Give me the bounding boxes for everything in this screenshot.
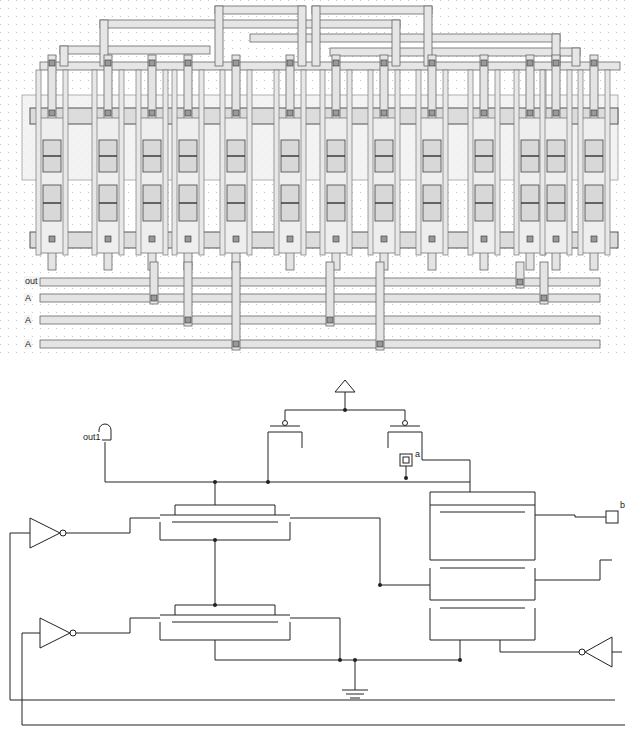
net-label: A: [24, 315, 32, 325]
net-label: A: [24, 293, 32, 303]
net-label: A: [24, 339, 32, 349]
pin-label: a: [414, 449, 421, 459]
probe-label: out1: [82, 432, 102, 442]
pin-label: b: [619, 500, 626, 510]
net-label: out: [24, 276, 39, 286]
